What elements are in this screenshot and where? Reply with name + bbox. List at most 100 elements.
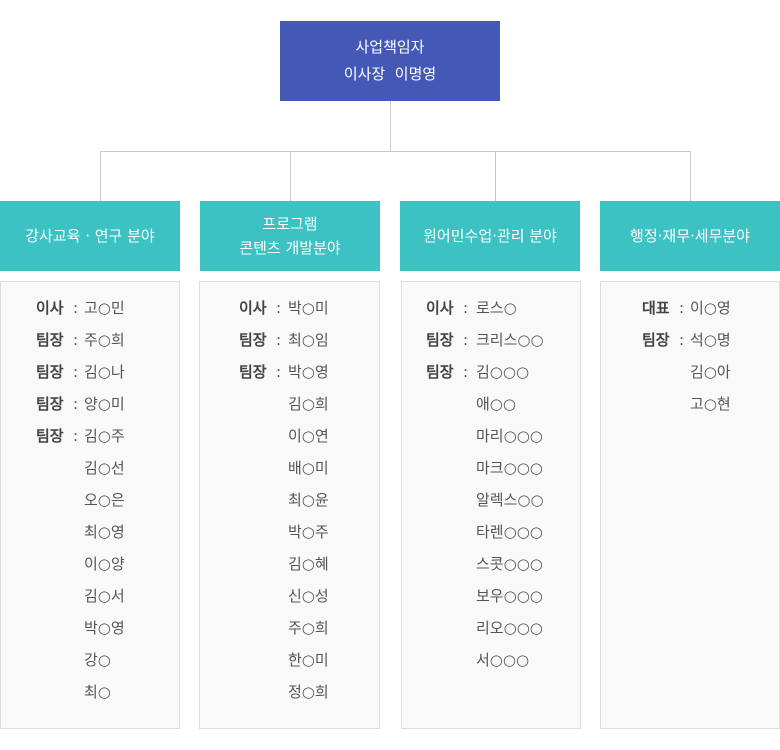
member-name: 김○선 (84, 459, 125, 477)
member-row: 배○미 (200, 458, 379, 478)
member-role: 팀장 (239, 363, 267, 381)
department-header-1: 강사교육 · 연구 분야 (0, 201, 180, 271)
member-name: 오○은 (84, 491, 125, 509)
member-name: 김○혜 (288, 555, 329, 573)
connector-line-dept-1 (100, 151, 101, 201)
member-colon: : (73, 299, 79, 317)
member-name: 박○주 (288, 523, 329, 541)
head-box: 사업책임자 이사장 이명영 (280, 21, 500, 101)
member-role: 이사 (36, 299, 64, 317)
department-title-line: 행정·재무·세무분야 (630, 227, 750, 245)
member-role: 팀장 (426, 331, 454, 349)
member-row: 팀장:석○명 (601, 330, 779, 350)
member-role: 팀장 (642, 331, 670, 349)
member-name: 강○ (84, 651, 111, 669)
member-name: 배○미 (288, 459, 329, 477)
member-role: 팀장 (36, 363, 64, 381)
member-name: 한○미 (288, 651, 329, 669)
member-row: 김○혜 (200, 554, 379, 574)
member-row: 강○ (1, 650, 179, 670)
member-row: 김○희 (200, 394, 379, 414)
member-name: 주○희 (288, 619, 329, 637)
member-colon: : (73, 363, 79, 381)
member-name: 김○주 (84, 427, 125, 445)
member-row: 보우○○○ (402, 586, 580, 606)
member-name: 박○미 (288, 299, 329, 317)
member-row: 이○양 (1, 554, 179, 574)
member-row: 최○윤 (200, 490, 379, 510)
member-row: 이사:박○미 (200, 298, 379, 318)
member-name: 고○현 (690, 395, 731, 413)
member-row: 팀장:양○미 (1, 394, 179, 414)
member-row: 신○성 (200, 586, 379, 606)
head-title: 사업책임자 (355, 38, 425, 56)
member-role: 팀장 (36, 427, 64, 445)
member-name: 최○임 (288, 331, 329, 349)
connector-line-dept-4 (690, 151, 691, 201)
member-row: 박○영 (1, 618, 179, 638)
member-name: 신○성 (288, 587, 329, 605)
member-role: 이사 (426, 299, 454, 317)
member-row: 스콧○○○ (402, 554, 580, 574)
member-name: 박○영 (288, 363, 329, 381)
member-colon: : (463, 331, 469, 349)
member-colon: : (276, 363, 282, 381)
member-name: 김○○○ (476, 363, 530, 381)
member-name: 알렉스○○ (476, 491, 544, 509)
member-list-3: 이사:로스○팀장:크리스○○팀장:김○○○애○○마리○○○마크○○○알렉스○○타… (401, 281, 581, 729)
member-colon: : (73, 331, 79, 349)
member-row: 타렌○○○ (402, 522, 580, 542)
member-row: 팀장:주○희 (1, 330, 179, 350)
member-name: 김○아 (690, 363, 731, 381)
member-name: 마리○○○ (476, 427, 543, 445)
member-name: 최○영 (84, 523, 125, 541)
member-colon: : (463, 299, 469, 317)
member-name: 보우○○○ (476, 587, 543, 605)
member-row: 마리○○○ (402, 426, 580, 446)
member-name: 리오○○○ (476, 619, 543, 637)
department-header-2: 프로그램 콘텐츠 개발분야 (200, 201, 380, 271)
member-role: 이사 (239, 299, 267, 317)
member-name: 박○영 (84, 619, 125, 637)
member-name: 고○민 (84, 299, 125, 317)
member-colon: : (73, 427, 79, 445)
member-row: 팀장:김○○○ (402, 362, 580, 382)
member-row: 한○미 (200, 650, 379, 670)
member-name: 로스○ (476, 299, 517, 317)
member-name: 최○ (84, 683, 111, 701)
member-name: 김○나 (84, 363, 125, 381)
member-row: 최○ (1, 682, 179, 702)
member-name: 마크○○○ (476, 459, 543, 477)
member-name: 서○○○ (476, 651, 530, 669)
member-role: 팀장 (239, 331, 267, 349)
member-row: 팀장:크리스○○ (402, 330, 580, 350)
member-row: 정○희 (200, 682, 379, 702)
member-row: 최○영 (1, 522, 179, 542)
member-row: 팀장: 박○영 (200, 362, 379, 382)
member-name: 김○서 (84, 587, 125, 605)
member-name: 타렌○○○ (476, 523, 543, 541)
department-header-4: 행정·재무·세무분야 (600, 201, 780, 271)
member-row: 이사: 고○민 (1, 298, 179, 318)
head-name: 이사장 이명영 (343, 65, 437, 83)
member-row: 이○연 (200, 426, 379, 446)
member-row: 서○○○ (402, 650, 580, 670)
member-row: 김○서 (1, 586, 179, 606)
department-title-line: 원어민수업·관리 분야 (423, 227, 557, 245)
member-row: 주○희 (200, 618, 379, 638)
department-title-line: 콘텐츠 개발분야 (239, 239, 341, 257)
connector-line-top (390, 101, 391, 151)
member-name: 주○희 (84, 331, 125, 349)
member-name: 이○연 (288, 427, 329, 445)
member-role: 팀장 (426, 363, 454, 381)
member-name: 이○영 (690, 299, 731, 317)
member-name: 김○희 (288, 395, 329, 413)
member-name: 정○희 (288, 683, 329, 701)
member-colon: : (679, 331, 685, 349)
connector-line-horizontal (100, 151, 691, 152)
member-row: 대표:이○영 (601, 298, 779, 318)
department-title-line: 강사교육 · 연구 분야 (25, 227, 155, 245)
